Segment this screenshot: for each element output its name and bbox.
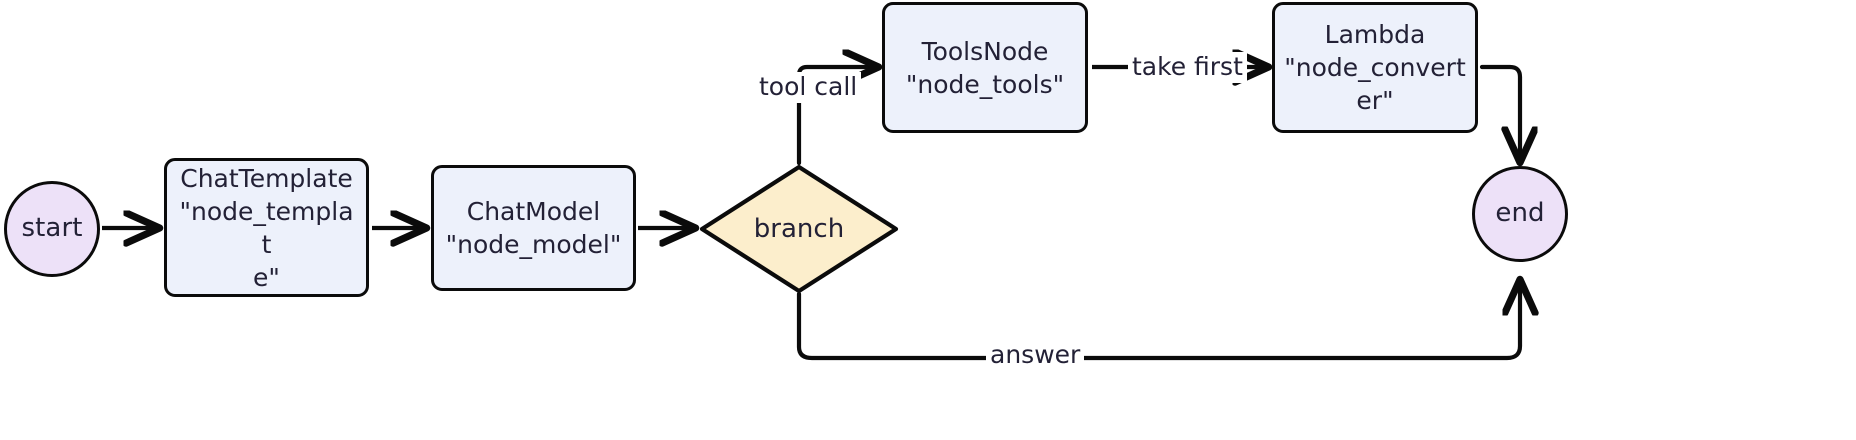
node-start-label: start (21, 213, 83, 244)
node-end[interactable]: end (1472, 166, 1568, 262)
node-chat-model[interactable]: ChatModel "node_model" (431, 165, 636, 291)
edge-converter-to-end (1479, 64, 1520, 161)
node-converter-label: Lambda "node_convert er" (1284, 20, 1466, 115)
branch-diamond-shape (699, 164, 899, 294)
node-branch[interactable]: branch (699, 164, 899, 294)
edge-branch-to-end (796, 281, 1520, 361)
edge-label-answer: answer (986, 340, 1085, 371)
edge-label-take-first: take first (1128, 52, 1247, 83)
node-tools-label: ToolsNode "node_tools" (905, 36, 1065, 99)
node-start[interactable]: start (4, 181, 100, 277)
node-tools[interactable]: ToolsNode "node_tools" (882, 2, 1088, 133)
node-chat-template[interactable]: ChatTemplate "node_templat e" (164, 158, 369, 297)
node-converter[interactable]: Lambda "node_convert er" (1272, 2, 1478, 133)
edge-label-tool-call: tool call (755, 72, 862, 103)
node-branch-label: branch (753, 214, 845, 244)
node-chat-template-label: ChatTemplate "node_templat e" (179, 163, 354, 292)
node-end-label: end (1495, 198, 1545, 229)
node-chat-model-label: ChatModel "node_model" (445, 197, 622, 259)
